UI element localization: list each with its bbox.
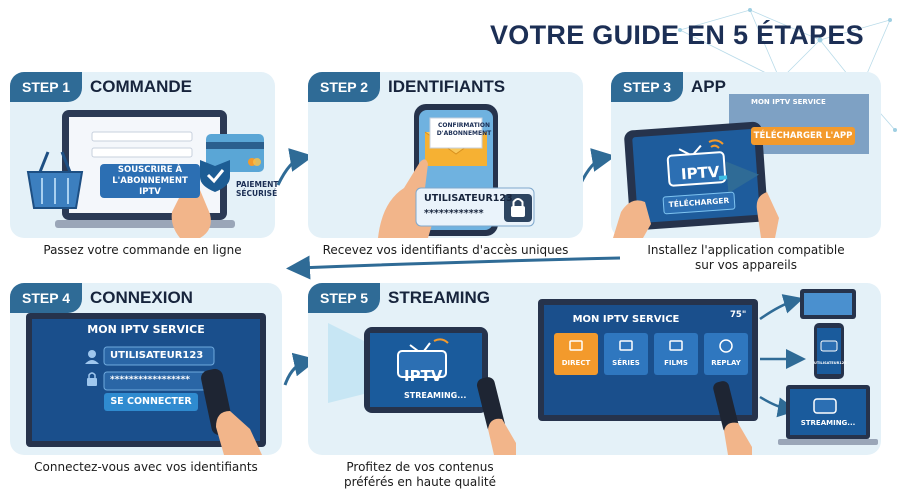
password-field[interactable]: ***************** [110,375,191,385]
step-4-card: STEP 4 CONNEXION MON IPTV SERVICE UTILIS… [10,283,282,455]
hand-icon [613,200,651,238]
step-5-badge: STEP 5 [308,283,380,313]
step-2-badge: STEP 2 [308,72,380,102]
menu-tile-direct [554,333,598,375]
step-3-title: APP [691,77,726,96]
secure-payment-line1: PAIEMENT [236,180,279,189]
step-5-caption: Profitez de vos contenus préférés en hau… [320,460,520,490]
step-5-caption-line2: préférés en haute qualité [344,475,496,489]
subscribe-button-line2: L'ABONNEMENT IPTV [112,175,188,197]
step-4-title: CONNEXION [90,288,193,307]
confirmation-label: CONFIRMATION D'ABONNEMENT [427,122,501,138]
arrow-2-3 [578,148,616,186]
step-3-caption: Installez l'application compatible sur v… [611,243,881,273]
step-3-header: STEP 3 APP [611,72,726,102]
step-4-illustration [26,313,266,455]
step-4-badge: STEP 4 [10,283,82,313]
download-app-button[interactable]: TÉLÉCHARGER L'APP [751,127,855,145]
menu-label-direct[interactable]: DIRECT [561,359,591,367]
envelope-icon [424,117,488,166]
step-1-title: COMMANDE [90,77,192,96]
tv-size-label: 75" [730,310,747,320]
step-2-title: IDENTIFIANTS [388,77,506,96]
password-value: ************ [424,208,484,219]
tv-service-name: MON IPTV SERVICE [572,314,680,325]
step-5-header: STEP 5 STREAMING [308,283,490,313]
menu-tile-replay [704,333,748,375]
step-1-header: STEP 1 COMMANDE [10,72,192,102]
step-2-caption: Recevez vos identifiants d'accès uniques [322,243,569,257]
iptv-logo-text: IPTV [680,162,721,184]
step-3-badge: STEP 3 [611,72,683,102]
menu-label-replay[interactable]: REPLAY [711,359,741,367]
service-name: MON IPTV SERVICE [87,323,205,336]
confirmation-line1: CONFIRMATION [437,122,491,129]
hand-icon [488,418,516,455]
step-5-illustration [328,289,878,455]
arrow-3-4 [286,255,621,280]
secure-payment-line2: SÉCURISÉ [236,189,278,198]
step-1-badge: STEP 1 [10,72,82,102]
step-1-card: STEP 1 COMMANDE [10,72,279,238]
step-2-card: STEP 2 IDENTIFIANTS CONFIRMATION D'ABONN… [308,72,583,238]
step-1-caption: Passez votre commande en ligne [43,243,242,257]
shield-check-icon [200,160,230,192]
step-3-caption-line1: Installez l'application compatible [647,243,845,257]
tv-logo-icon [666,139,727,187]
laptop-streaming-text: STREAMING... [800,419,856,427]
phone-user-text: UTILISATEUR123 [814,361,847,365]
lock-icon [87,372,97,386]
menu-tile-series [604,333,648,375]
shopping-basket-icon [26,151,84,209]
step-2-illustration [378,104,535,238]
menu-label-series[interactable]: SÉRIES [612,359,640,367]
step-5-card: STEP 5 STREAMING [308,283,881,455]
hand-icon [216,411,262,455]
login-button[interactable]: SE CONNECTER [104,393,198,411]
menu-label-films[interactable]: FILMS [664,359,688,367]
step-5-title: STREAMING [388,288,490,307]
page-title: VOTRE GUIDE EN 5 ÉTAPES [490,20,864,50]
menu-tile-films [654,333,698,375]
user-icon [85,350,99,364]
step-4-caption: Connectez-vous avec vos identifiants [34,460,258,474]
credit-card-icon [206,134,264,172]
tv-logo-icon [397,338,449,378]
step-5-caption-line1: Profitez de vos contenus [346,460,494,474]
confirmation-line2: D'ABONNEMENT [436,130,492,137]
step-3-illustration [613,94,869,238]
step-3-card: STEP 3 APP MON IPTV SERVICE TÉLÉCHARGER … [611,72,881,238]
username-field[interactable]: UTILISATEUR123 [110,350,204,361]
subscribe-button[interactable]: SOUSCRIRE À L'ABONNEMENT IPTV [100,164,200,198]
step-2-header: STEP 2 IDENTIFIANTS [308,72,505,102]
username-value: UTILISATEUR123 [424,193,513,204]
arrow-4-5 [283,352,318,386]
step-4-header: STEP 4 CONNEXION [10,283,193,313]
tv-service-label: MON IPTV SERVICE [751,98,826,106]
secure-payment-label: PAIEMENT SÉCURISÉ [236,180,279,198]
arrow-1-2 [276,148,314,186]
lock-icon [511,198,525,217]
tablet-streaming-text: STREAMING... [404,391,467,400]
step-3-caption-line2: sur vos appareils [694,258,798,272]
tablet-iptv-logo: IPTV [404,367,443,385]
subscribe-button-line1: SOUSCRIRE À [117,164,183,175]
